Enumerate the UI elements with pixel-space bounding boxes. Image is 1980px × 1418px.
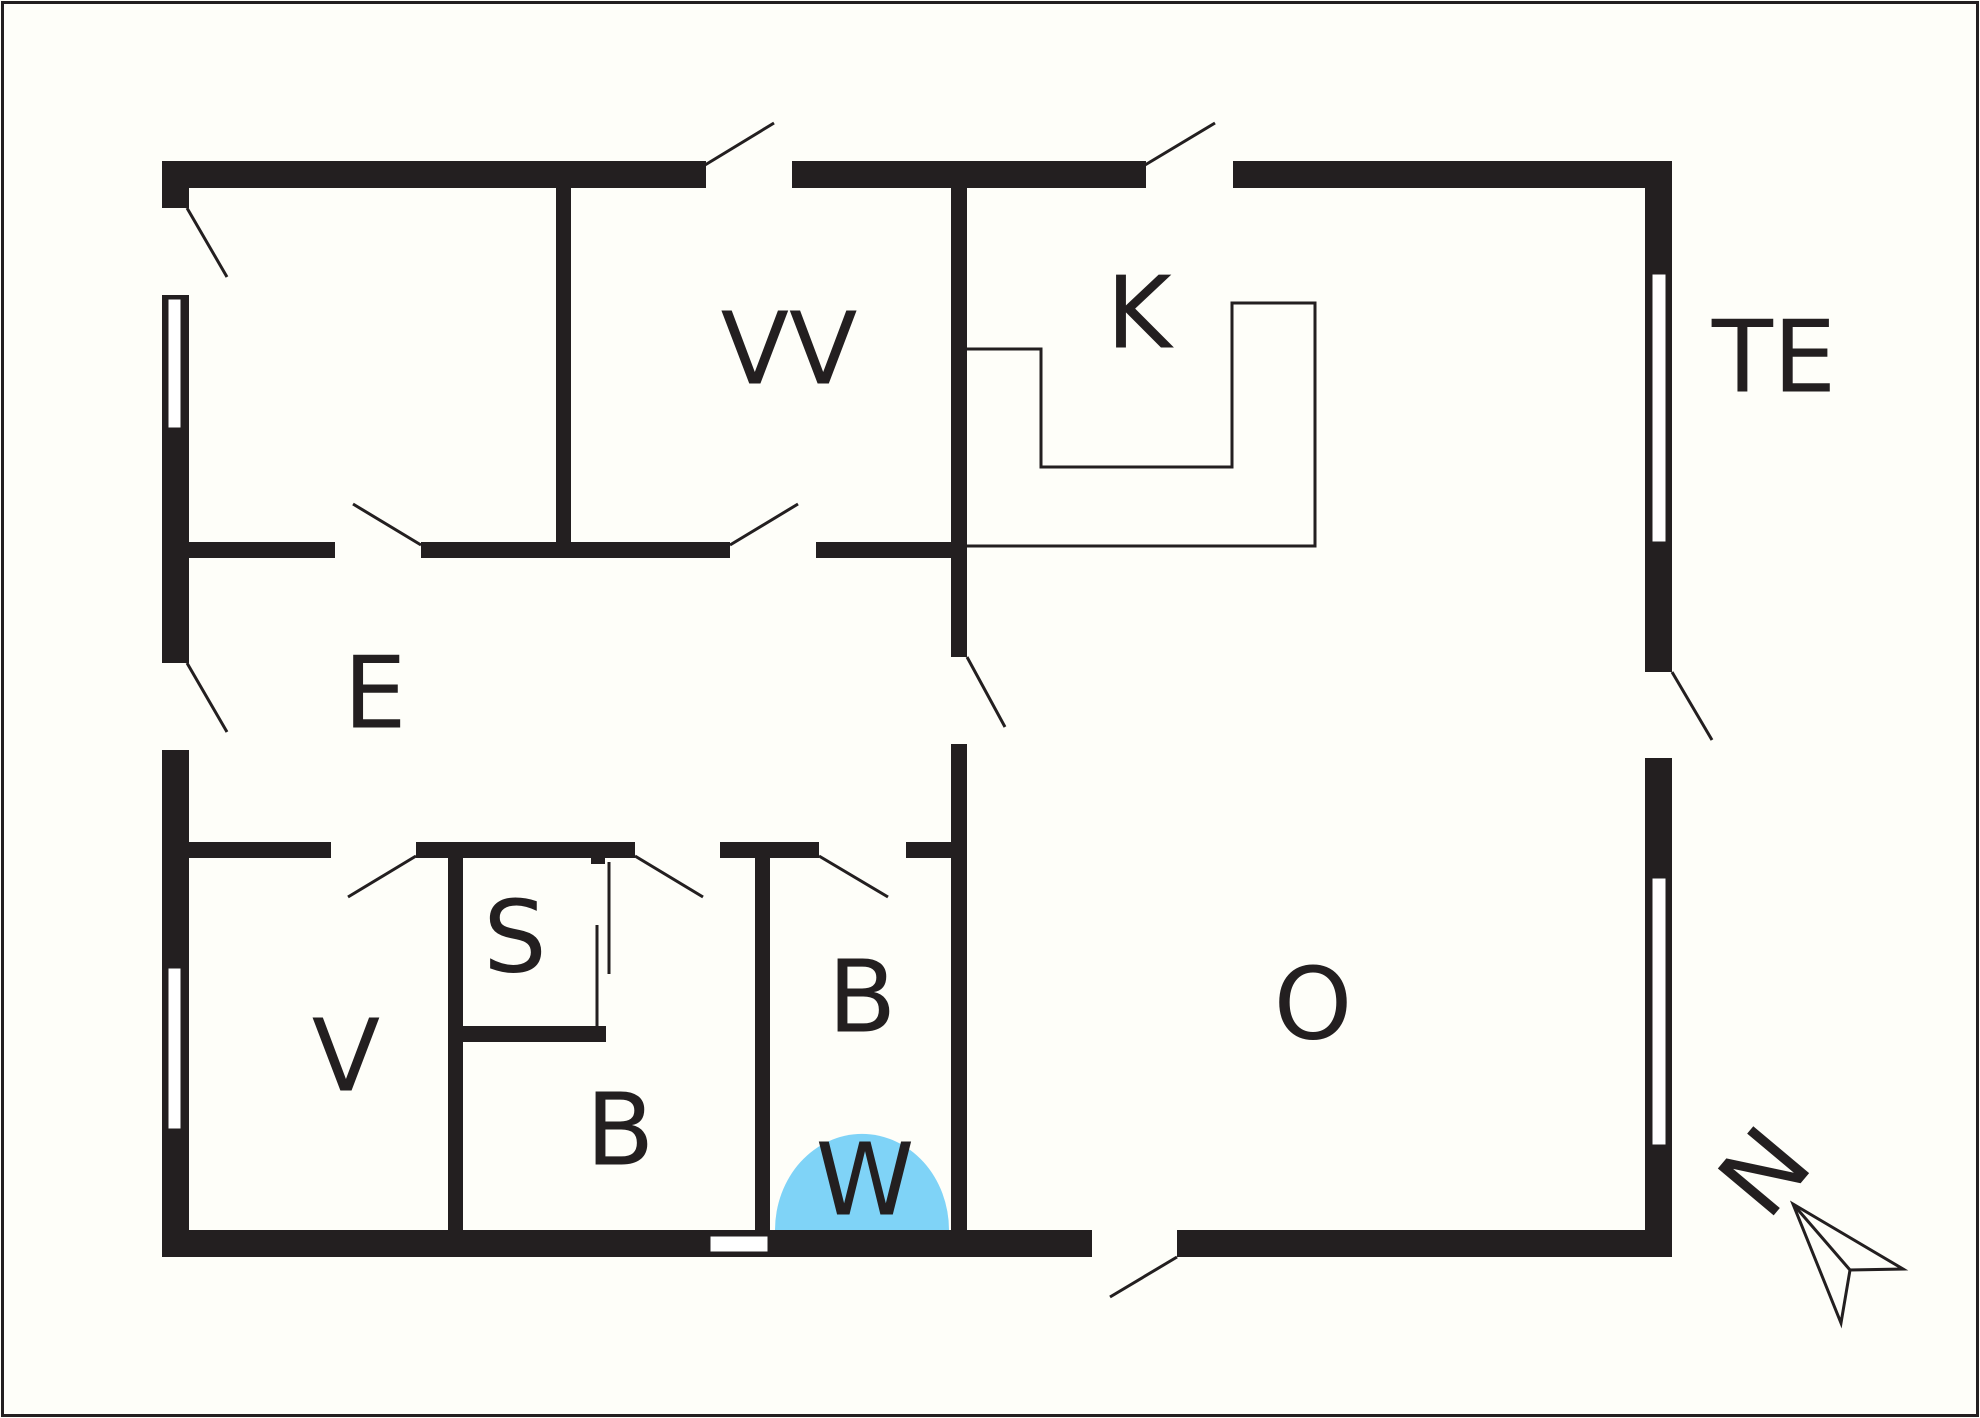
wall-central-lower: [951, 744, 967, 1257]
wall-hall-top-c: [816, 542, 967, 558]
door-swings: [185, 121, 1714, 1299]
room-label-v: V: [312, 998, 380, 1115]
wall-bedroom-divider: [556, 161, 571, 550]
wall-central-upper: [951, 161, 967, 657]
door-bath-right-swing: [818, 854, 889, 899]
wall-hall-bottom-d: [906, 842, 967, 858]
wall-hall-top-b: [421, 542, 730, 558]
door-left-mid-swing: [185, 662, 229, 733]
window-left-lower: [167, 967, 182, 1130]
wall-hall-bottom-b: [416, 842, 635, 858]
door-top-left-swing: [704, 121, 775, 167]
room-label-o: O: [1274, 946, 1353, 1063]
room-label-s: S: [483, 879, 546, 996]
kitchen-counter: [967, 301, 1317, 548]
door-bottom-swing: [1109, 1255, 1178, 1299]
wall-top-mid: [792, 161, 1146, 188]
room-label-b-lower: B: [586, 1072, 655, 1189]
wall-bath-divider: [755, 842, 770, 1257]
exterior-walls: [162, 161, 1672, 1257]
room-label-k: K: [1106, 255, 1174, 372]
room-label-te: TE: [1711, 299, 1836, 416]
interior-walls: [162, 161, 967, 1257]
wall-stub: [591, 857, 605, 864]
wall-hall-bottom-a: [162, 842, 331, 858]
wall-storage-bottom: [448, 1026, 606, 1042]
wall-left-top: [162, 161, 189, 208]
wall-bottom-left: [162, 1230, 1092, 1257]
room-label-e: E: [343, 635, 406, 752]
wall-top-right: [1233, 161, 1672, 188]
window-right-upper: [1651, 273, 1667, 543]
room-labels: VV K TE E S V B B W O: [312, 255, 1836, 1239]
door-left-top-swing: [185, 207, 229, 278]
door-bath-swing: [634, 854, 704, 899]
wall-top-left: [162, 161, 706, 188]
wall-hall-top-a: [162, 542, 335, 558]
room-label-w: W: [816, 1122, 915, 1239]
door-bedroom-b-swing: [729, 502, 799, 547]
windows: [167, 273, 1667, 1253]
window-bottom: [709, 1235, 769, 1253]
door-bedroom-a-swing: [352, 502, 422, 547]
door-top-right-swing: [1144, 121, 1216, 167]
door-bedroom-v-swing: [347, 854, 417, 899]
wall-bottom-right: [1177, 1230, 1672, 1257]
room-label-b-upper: B: [828, 939, 897, 1056]
room-label-vv: VV: [721, 291, 858, 408]
window-right-lower: [1651, 877, 1667, 1146]
wall-storage-left: [448, 842, 463, 1257]
north-arrow-divider: [1791, 1203, 1852, 1271]
door-center-swing: [965, 656, 1007, 728]
shower-tray: [775, 1133, 949, 1230]
door-right-swing: [1670, 671, 1714, 741]
window-left-upper: [167, 298, 182, 429]
